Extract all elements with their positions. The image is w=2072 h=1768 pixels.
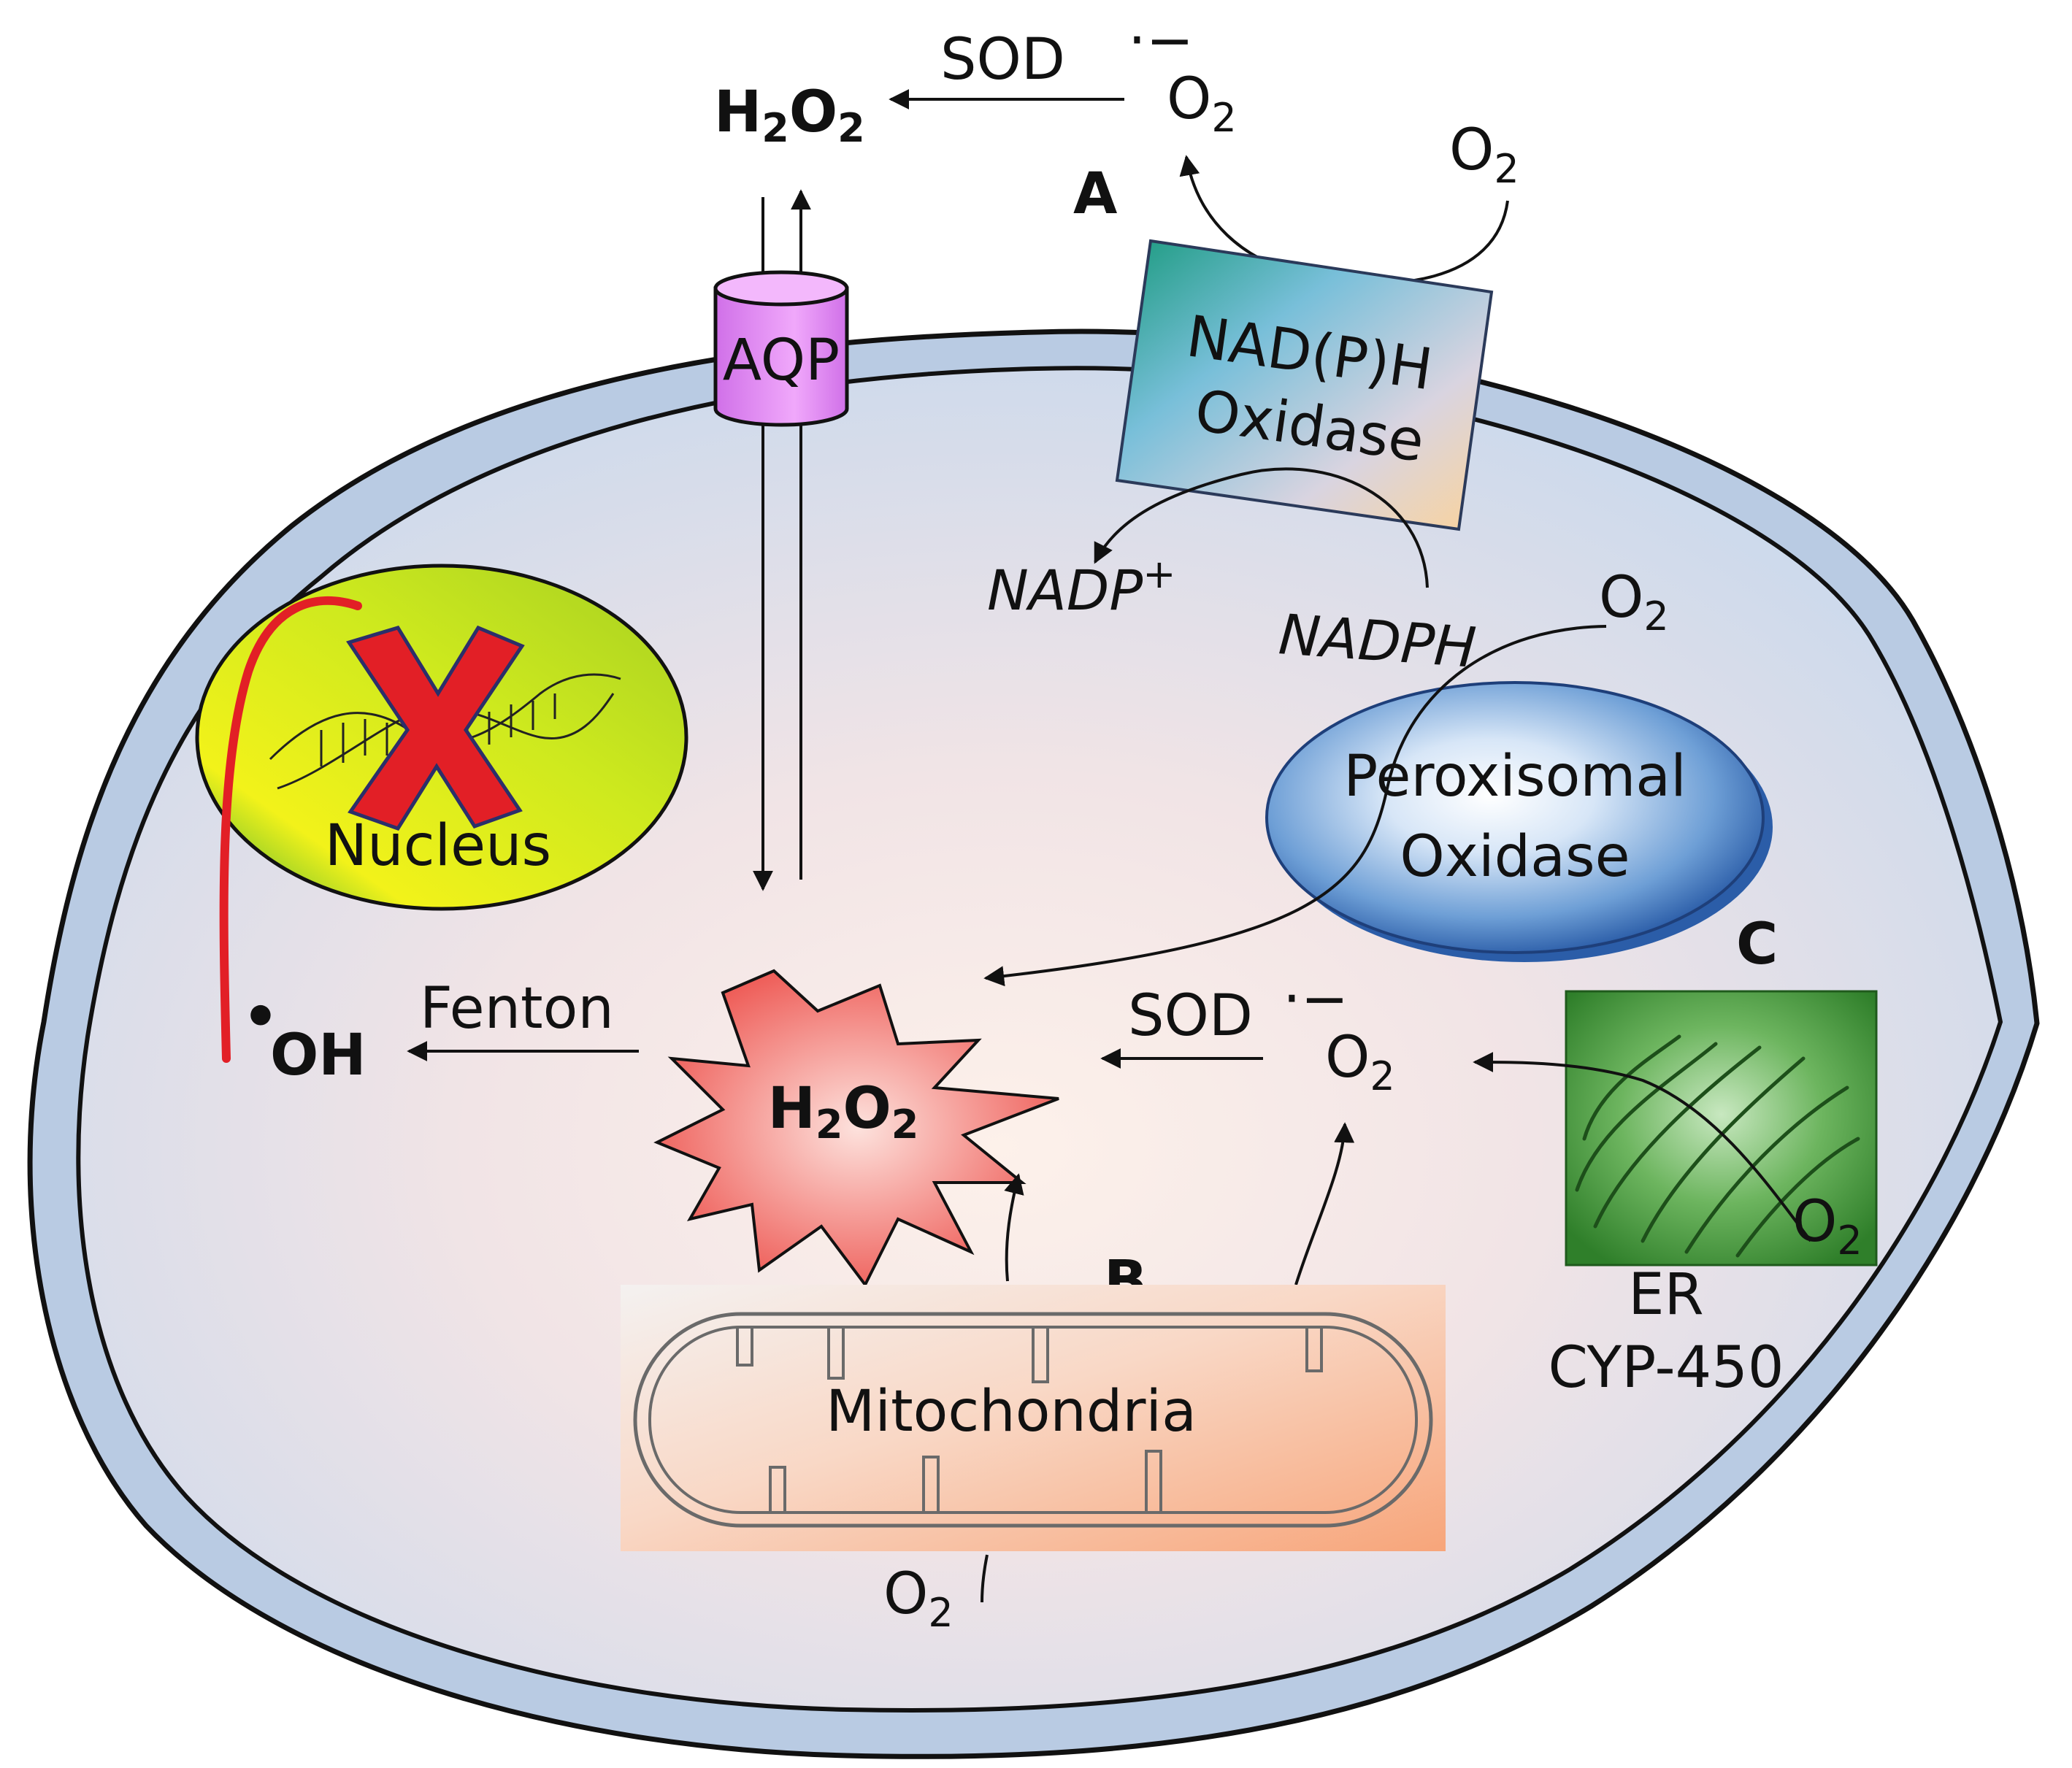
hydroxyl-radical-label: • OH: [242, 985, 367, 1088]
nadp-plus-label: NADP+: [987, 551, 1175, 623]
cytosolic-superoxide-label: ·− O2: [1283, 966, 1395, 1099]
er-label: ER: [1628, 1262, 1703, 1328]
cytosolic-h2o2-burst: H2O2: [653, 969, 1059, 1288]
svg-text:Nucleus: Nucleus: [325, 813, 551, 879]
svg-text:O2: O2: [1449, 118, 1519, 192]
svg-text:Mitochondria: Mitochondria: [826, 1379, 1197, 1445]
peroxisome-o2-label: O2: [1599, 565, 1669, 639]
svg-text:·−: ·−: [1128, 8, 1194, 74]
svg-text:•: •: [242, 985, 279, 1050]
nadph-label: NADPH: [1277, 601, 1478, 680]
mitochondria: Mitochondria: [621, 1285, 1446, 1551]
er-superoxide-arrow: [1473, 1052, 1812, 1242]
extracellular-superoxide-label: ·− O2: [1128, 8, 1237, 141]
aqp-channel: AQP: [713, 270, 849, 427]
mito-h2o2-arrow: [1004, 1173, 1024, 1282]
extracellular-h2o2-label: H2O2: [714, 80, 865, 151]
svg-text:H2O2: H2O2: [714, 80, 865, 151]
svg-text:H2O2: H2O2: [768, 1076, 919, 1148]
marker-a: A: [1073, 161, 1117, 227]
er-o2-label: O2: [1792, 1189, 1862, 1264]
svg-text:O2: O2: [1167, 66, 1237, 141]
nadph-oxidase: NAD(P)H Oxidase: [1115, 239, 1494, 531]
marker-c: C: [1736, 912, 1778, 977]
svg-text:O2: O2: [883, 1561, 953, 1636]
svg-text:NADP+: NADP+: [987, 551, 1175, 623]
extracellular-o2-label: O2: [1449, 118, 1519, 192]
svg-text:O2: O2: [1325, 1025, 1395, 1099]
svg-text:Peroxisomal: Peroxisomal: [1343, 744, 1687, 810]
mito-superoxide-arrow: [1294, 1122, 1355, 1285]
svg-text:OH: OH: [270, 1023, 367, 1088]
dna-damage-x-icon: [346, 625, 525, 831]
cyp450-label: CYP-450: [1548, 1335, 1784, 1401]
cytosolic-sod-label: SOD: [1128, 983, 1253, 1049]
peroxisomal-oxidase: Peroxisomal Oxidase: [1265, 681, 1773, 962]
nadph-consumption-arrow: [1094, 467, 1429, 588]
mito-o2-entry: [981, 1554, 989, 1603]
svg-text:·−: ·−: [1283, 966, 1348, 1032]
svg-text:O2: O2: [1792, 1189, 1862, 1264]
svg-text:O2: O2: [1599, 565, 1669, 639]
extracellular-sod-label: SOD: [940, 27, 1065, 93]
svg-text:Oxidase: Oxidase: [1400, 824, 1630, 890]
peroxisome-h2o2-arrow: [983, 625, 1607, 987]
er-cyp450: [1565, 990, 1878, 1267]
hydroxyl-damage-trace: [219, 596, 362, 1063]
fenton-label: Fenton: [420, 976, 614, 1042]
svg-text:AQP: AQP: [723, 328, 840, 393]
mito-o2-label: O2: [883, 1561, 953, 1636]
